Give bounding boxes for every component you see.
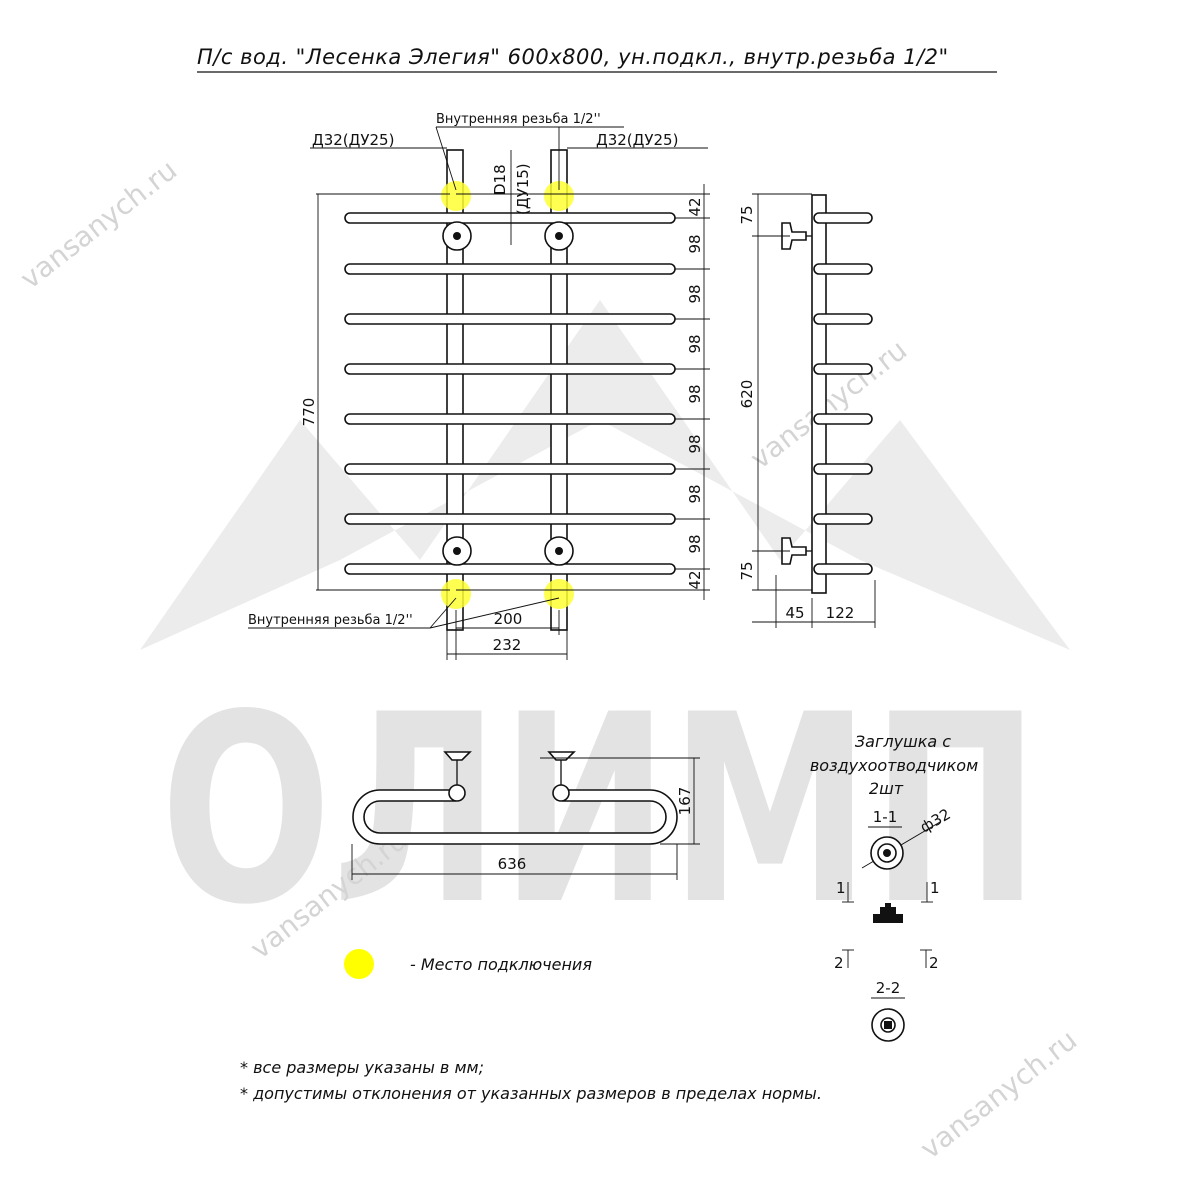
watermark-site-1: vansanych.ru xyxy=(14,153,183,295)
thread-label-top: Внутренняя резьба 1/2'' xyxy=(436,112,601,127)
side-dim-depth-b: 122 xyxy=(826,604,855,622)
dim-spacing-2: 98 xyxy=(686,284,704,303)
dim-height-total: 770 xyxy=(300,398,318,427)
side-view: 75 620 75 45 122 xyxy=(738,193,876,628)
pipe-label-left: Д32(ДУ25) xyxy=(312,131,394,149)
side-riser xyxy=(811,194,827,594)
dim-spacing-3: 98 xyxy=(686,334,704,353)
connection-top-right xyxy=(544,181,574,211)
side-dim-bottom: 75 xyxy=(738,561,756,580)
watermark-site-4: vansanych.ru xyxy=(914,1023,1083,1165)
rung-6 xyxy=(344,463,676,475)
side-wall-mounts xyxy=(781,222,812,565)
connection-top-left xyxy=(441,181,471,211)
side-dim-depth-a: 45 xyxy=(785,604,804,622)
plug-detail: Заглушка с воздухоотводчиком 2шт 1-1 ф32… xyxy=(810,732,978,1042)
legend-text: - Место подключения xyxy=(410,955,592,974)
connection-points xyxy=(441,181,574,609)
dim-spacing-5: 98 xyxy=(686,434,704,453)
inner-du-label: (ДУ15) xyxy=(514,163,532,215)
top-dim-height: 167 xyxy=(676,787,694,816)
dim-width-outer-label: 232 xyxy=(493,636,522,654)
rungs xyxy=(344,212,676,575)
watermark-mountain-shape xyxy=(140,300,1070,650)
side-dim-top: 75 xyxy=(738,205,756,224)
pipe-label-right: Д32(ДУ25) xyxy=(596,131,678,149)
dim-spacing-bottom: 42 xyxy=(686,570,704,589)
rung-7 xyxy=(344,513,676,525)
legend: - Место подключения xyxy=(344,949,592,979)
dim-spacing-7: 98 xyxy=(686,534,704,553)
dim-spacing-top: 42 xyxy=(686,197,704,216)
dim-width-inner-label: 200 xyxy=(494,610,523,628)
front-view: Внутренняя резьба 1/2'' Д32(ДУ25) Д32(ДУ… xyxy=(248,112,710,660)
plug-caption-line3: 2шт xyxy=(869,779,904,798)
top-view: 167 636 xyxy=(351,751,700,880)
dim-spacing-1: 98 xyxy=(686,234,704,253)
connection-bottom-right xyxy=(544,579,574,609)
plug-side-profile xyxy=(873,903,903,923)
thread-label-bottom: Внутренняя резьба 1/2'' xyxy=(248,613,413,628)
notes: * все размеры указаны в мм; * допустимы … xyxy=(240,1058,822,1103)
top-dim-width: 636 xyxy=(498,855,527,873)
plug-caption-line1: Заглушка с xyxy=(855,732,951,751)
watermark-layer: ОЛИМП vansanych.ru vansanych.ru vansanyc… xyxy=(14,153,1083,1165)
drawing-title: П/с вод. "Лесенка Элегия" 600x800, ун.по… xyxy=(197,45,949,69)
plug-caption-line2: воздухоотводчиком xyxy=(810,756,978,775)
plug-mark-2-right: 2 xyxy=(929,954,939,972)
plug-section-2: 2-2 xyxy=(876,979,901,997)
rung-4 xyxy=(344,363,676,375)
plug-section-1: 1-1 xyxy=(873,808,898,826)
dim-spacing-6: 98 xyxy=(686,484,704,503)
dim-spacing-4: 98 xyxy=(686,384,704,403)
note-1: * все размеры указаны в мм; xyxy=(240,1058,484,1077)
rung-1 xyxy=(344,212,676,224)
inner-diameter-label: D18 xyxy=(491,164,509,195)
side-dim-mid: 620 xyxy=(738,380,756,409)
legend-connection-swatch xyxy=(344,949,374,979)
rung-5 xyxy=(344,413,676,425)
rung-3 xyxy=(344,313,676,325)
rung-2 xyxy=(344,263,676,275)
plug-mark-1-left: 1 xyxy=(836,879,846,897)
note-2: * допустимы отклонения от указанных разм… xyxy=(240,1084,822,1103)
plug-mark-1-right: 1 xyxy=(930,879,940,897)
rung-8 xyxy=(344,563,676,575)
top-view-loop xyxy=(352,789,678,845)
connection-bottom-left xyxy=(441,579,471,609)
plug-mark-2-left: 2 xyxy=(834,954,844,972)
side-rungs xyxy=(813,212,873,575)
wall-brackets xyxy=(442,221,574,566)
